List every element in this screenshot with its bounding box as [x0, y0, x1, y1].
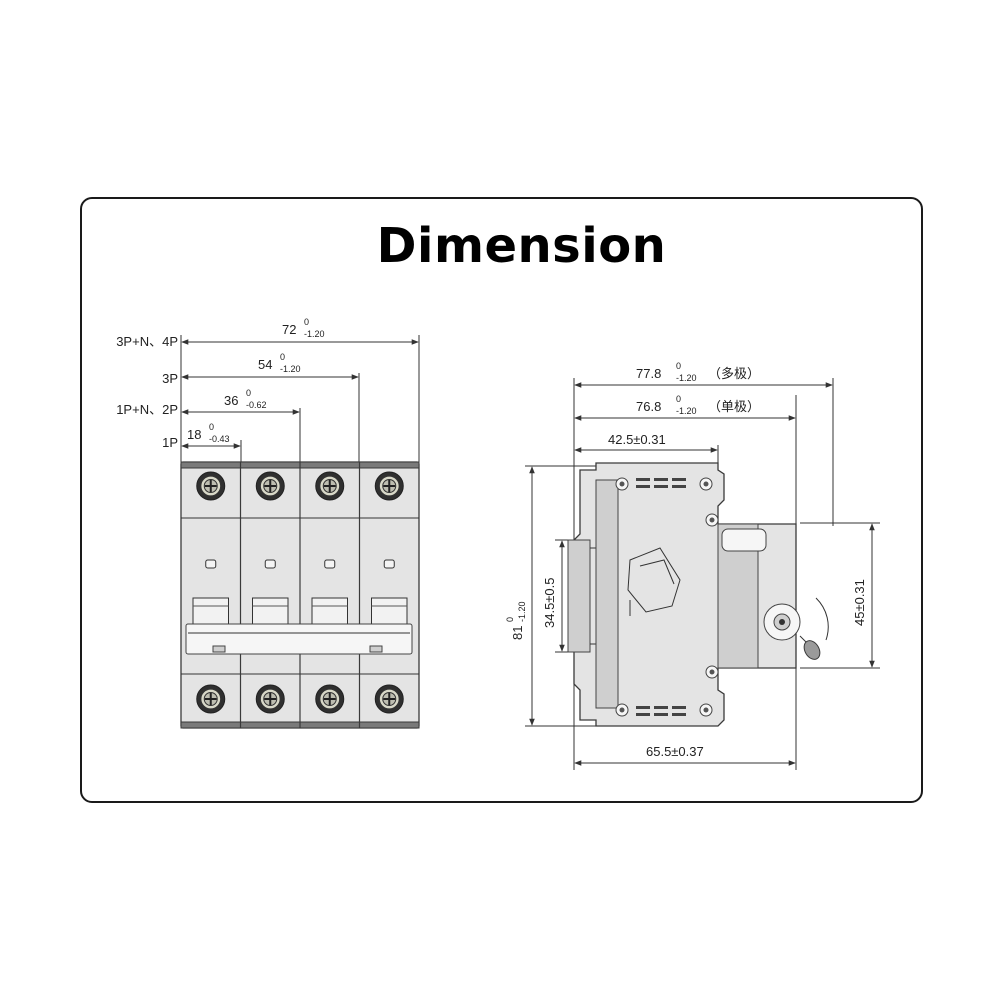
dim-81-lower: -1.20: [517, 601, 527, 622]
dim-77-8-note: （多极）: [708, 366, 760, 381]
label-4p: 3P+N、4P: [116, 334, 178, 349]
toggle-mechanism: [627, 547, 681, 613]
dim-18-upper: 0: [209, 422, 214, 432]
label-2p: 1P+N、2P: [116, 402, 178, 417]
dim-34-5: 34.5±0.5: [542, 577, 557, 628]
dim-77-8-lower: -1.20: [676, 373, 697, 383]
dim-36: 36: [224, 393, 238, 408]
dim-76-8-note: （单极）: [708, 399, 760, 414]
pole-handle: [311, 597, 348, 625]
dim-65-5: 65.5±0.37: [646, 744, 704, 759]
label-3p: 3P: [162, 371, 178, 386]
pole-handle: [252, 597, 289, 625]
dim-36-lower: -0.62: [246, 400, 267, 410]
dim-72-lower: -1.20: [304, 329, 325, 339]
status-window: [205, 559, 217, 569]
status-window: [324, 559, 336, 569]
din-rail-clip: [567, 539, 591, 653]
status-window: [383, 559, 395, 569]
diagram-title: Dimension: [376, 218, 667, 274]
dim-54-lower: -1.20: [280, 364, 301, 374]
front-view: 3P+N、4P 3P 1P+N、2P 1P 72 0 -1.20 54 0 -1…: [116, 317, 420, 729]
handle-tie-bar: [185, 623, 413, 655]
dim-81: 81: [510, 626, 525, 640]
dim-76-8: 76.8: [636, 399, 661, 414]
dim-42-5: 42.5±0.31: [608, 432, 666, 447]
side-view: 77.8 0 -1.20 （多极） 76.8 0 -1.20 （单极） 42.5…: [505, 361, 880, 770]
dim-76-8-lower: -1.20: [676, 406, 697, 416]
dim-76-8-upper: 0: [676, 394, 681, 404]
pole-handle: [192, 597, 229, 625]
dim-54-upper: 0: [280, 352, 285, 362]
dim-72: 72: [282, 322, 296, 337]
status-window: [264, 559, 276, 569]
pole-handle: [371, 597, 408, 625]
dim-54: 54: [258, 357, 272, 372]
label-1p: 1P: [162, 435, 178, 450]
dim-77-8: 77.8: [636, 366, 661, 381]
dim-81-upper: 0: [505, 617, 515, 622]
diagram-frame: [80, 197, 923, 803]
dim-18: 18: [187, 427, 201, 442]
dim-45: 45±0.31: [852, 579, 867, 626]
dim-18-lower: -0.43: [209, 434, 230, 444]
dim-36-upper: 0: [246, 388, 251, 398]
dim-77-8-upper: 0: [676, 361, 681, 371]
dim-72-upper: 0: [304, 317, 309, 327]
